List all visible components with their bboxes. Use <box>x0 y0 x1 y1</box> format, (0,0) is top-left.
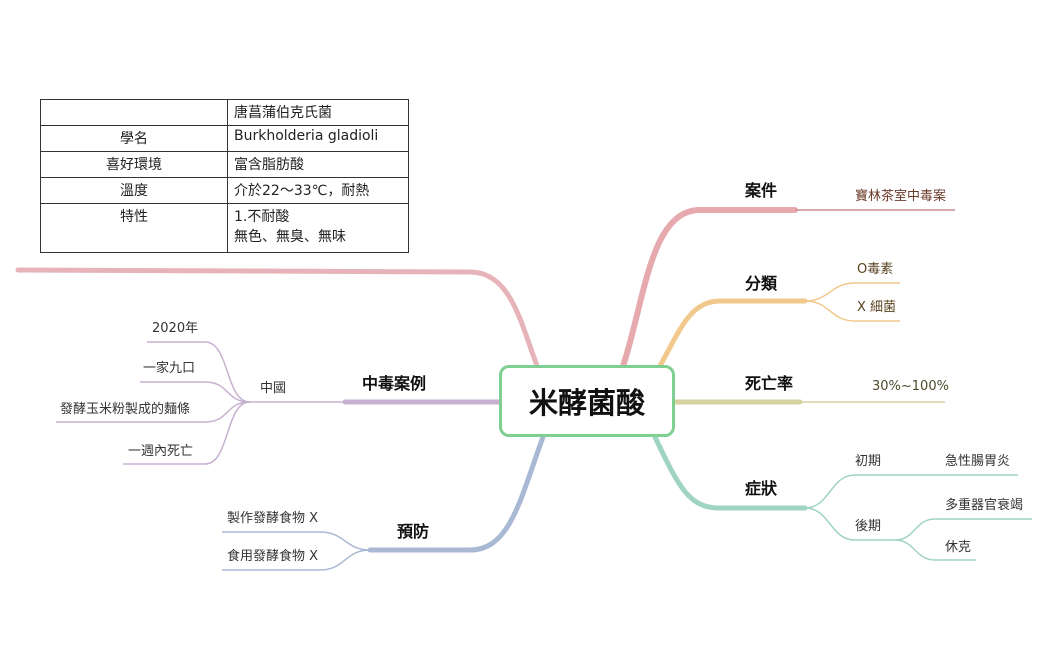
table-cell: 喜好環境 <box>40 151 228 178</box>
branch-prevention[interactable]: 預防 <box>397 522 430 541</box>
table-row: 特性 1.不耐酸 無色、無臭、無味 <box>40 203 409 253</box>
connector-symptom-late1 <box>894 518 1032 541</box>
case-leaf[interactable]: 寶林茶室中毒案 <box>855 189 947 204</box>
connector-symptom-late <box>804 507 895 541</box>
table-cell <box>40 99 228 126</box>
connector-symptom <box>652 434 808 511</box>
root-node[interactable]: 米酵菌酸 <box>499 365 675 437</box>
connector-symptom-early <box>804 474 1018 509</box>
prevention-leaf[interactable]: 食用發酵食物 X <box>227 549 319 564</box>
poisoning-leaf[interactable]: 2020年 <box>152 321 199 336</box>
table-cell: 溫度 <box>40 177 228 204</box>
table-cell: 1.不耐酸 無色、無臭、無味 <box>227 203 409 253</box>
connector-poisoning-4 <box>123 401 251 465</box>
poisoning-leaf[interactable]: 一家九口 <box>143 361 196 376</box>
symptom-late-leaf[interactable]: 多重器官衰竭 <box>945 498 1024 513</box>
connector-classify <box>657 298 808 369</box>
prevention-leaf[interactable]: 製作發酵食物 X <box>227 511 319 526</box>
connector-case <box>620 207 798 369</box>
connector-symptom-late2 <box>894 539 976 561</box>
connector-poisoning-2 <box>140 381 251 403</box>
info-table: 唐菖蒲伯克氏菌 學名 Burkholderia gladioli 喜好環境 富含… <box>40 99 409 253</box>
mortality-leaf[interactable]: 30%~100% <box>872 379 949 394</box>
connector-poisoning-3 <box>56 401 251 423</box>
connector-classify-leaf1 <box>804 282 900 302</box>
poisoning-leaf[interactable]: 一週內死亡 <box>128 444 194 459</box>
table-row: 喜好環境 富含脂肪酸 <box>40 151 409 178</box>
branch-mortality[interactable]: 死亡率 <box>745 374 794 393</box>
symptom-early-leaf[interactable]: 急性腸胃炎 <box>945 454 1011 469</box>
classify-leaf[interactable]: O毒素 <box>857 262 894 277</box>
table-cell: Burkholderia gladioli <box>227 125 409 152</box>
connector-prevention-1 <box>222 531 371 551</box>
table-cell: 特性 <box>40 203 228 253</box>
branch-poisoning[interactable]: 中毒案例 <box>362 374 427 393</box>
table-cell: 介於22～33℃，耐熱 <box>227 177 409 204</box>
connector-prevention-2 <box>222 549 371 571</box>
connector-poisoning-1 <box>147 341 251 403</box>
table-cell-line: 1.不耐酸 <box>234 209 290 225</box>
root-label: 米酵菌酸 <box>528 386 645 420</box>
connector-classify-leaf2 <box>804 300 900 322</box>
table-row: 溫度 介於22～33℃，耐熱 <box>40 177 409 204</box>
branch-symptom[interactable]: 症狀 <box>745 479 778 498</box>
connector-topleft <box>15 267 540 369</box>
table-cell: 學名 <box>40 125 228 152</box>
branch-case[interactable]: 案件 <box>745 181 778 200</box>
symptom-early[interactable]: 初期 <box>855 454 882 469</box>
table-row: 學名 Burkholderia gladioli <box>40 125 409 152</box>
poisoning-sub[interactable]: 中國 <box>260 381 287 396</box>
connector-prevention <box>367 434 546 553</box>
table-cell: 富含脂肪酸 <box>227 151 409 178</box>
symptom-late[interactable]: 後期 <box>855 519 882 534</box>
poisoning-leaf[interactable]: 發酵玉米粉製成的麵條 <box>60 402 191 417</box>
table-row: 唐菖蒲伯克氏菌 <box>40 99 409 126</box>
classify-leaf[interactable]: X 細菌 <box>857 300 897 315</box>
table-cell: 唐菖蒲伯克氏菌 <box>227 99 409 126</box>
symptom-late-leaf[interactable]: 休克 <box>945 540 972 555</box>
table-cell-line: 無色、無臭、無味 <box>234 229 346 245</box>
branch-classify[interactable]: 分類 <box>745 274 778 293</box>
